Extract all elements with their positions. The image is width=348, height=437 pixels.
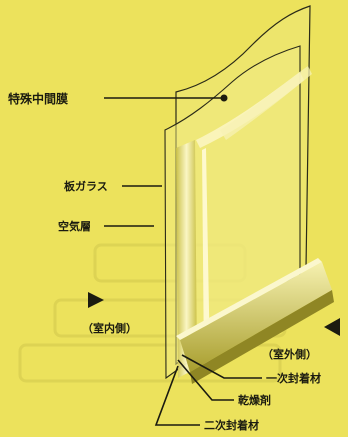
label-special-interlayer: 特殊中間膜 [8,91,68,106]
spacer-bar [180,262,332,372]
glass-edge-slab-3 [220,66,312,140]
label-secondary-sealant: 二次封着材 [204,418,259,432]
spacer-bar-face [190,290,334,384]
leader-lines [104,97,262,426]
label-outdoor: （室外側） [262,347,317,361]
label-indoor: （室内側） [82,321,137,335]
leader-dot [220,94,228,102]
triangle-right-icon [88,292,104,308]
label-air-layer: 空気層 [58,219,91,233]
glass-edge-slab-4 [202,148,210,368]
label-primary-sealant: 一次封着材 [266,371,321,385]
label-desiccant: 乾燥剤 [238,393,271,407]
triangle-left-icon [324,318,340,336]
spacer-bar-top [176,258,322,340]
label-sheet-glass: 板ガラス [64,179,108,193]
glass-edge-slab-1 [176,140,197,378]
